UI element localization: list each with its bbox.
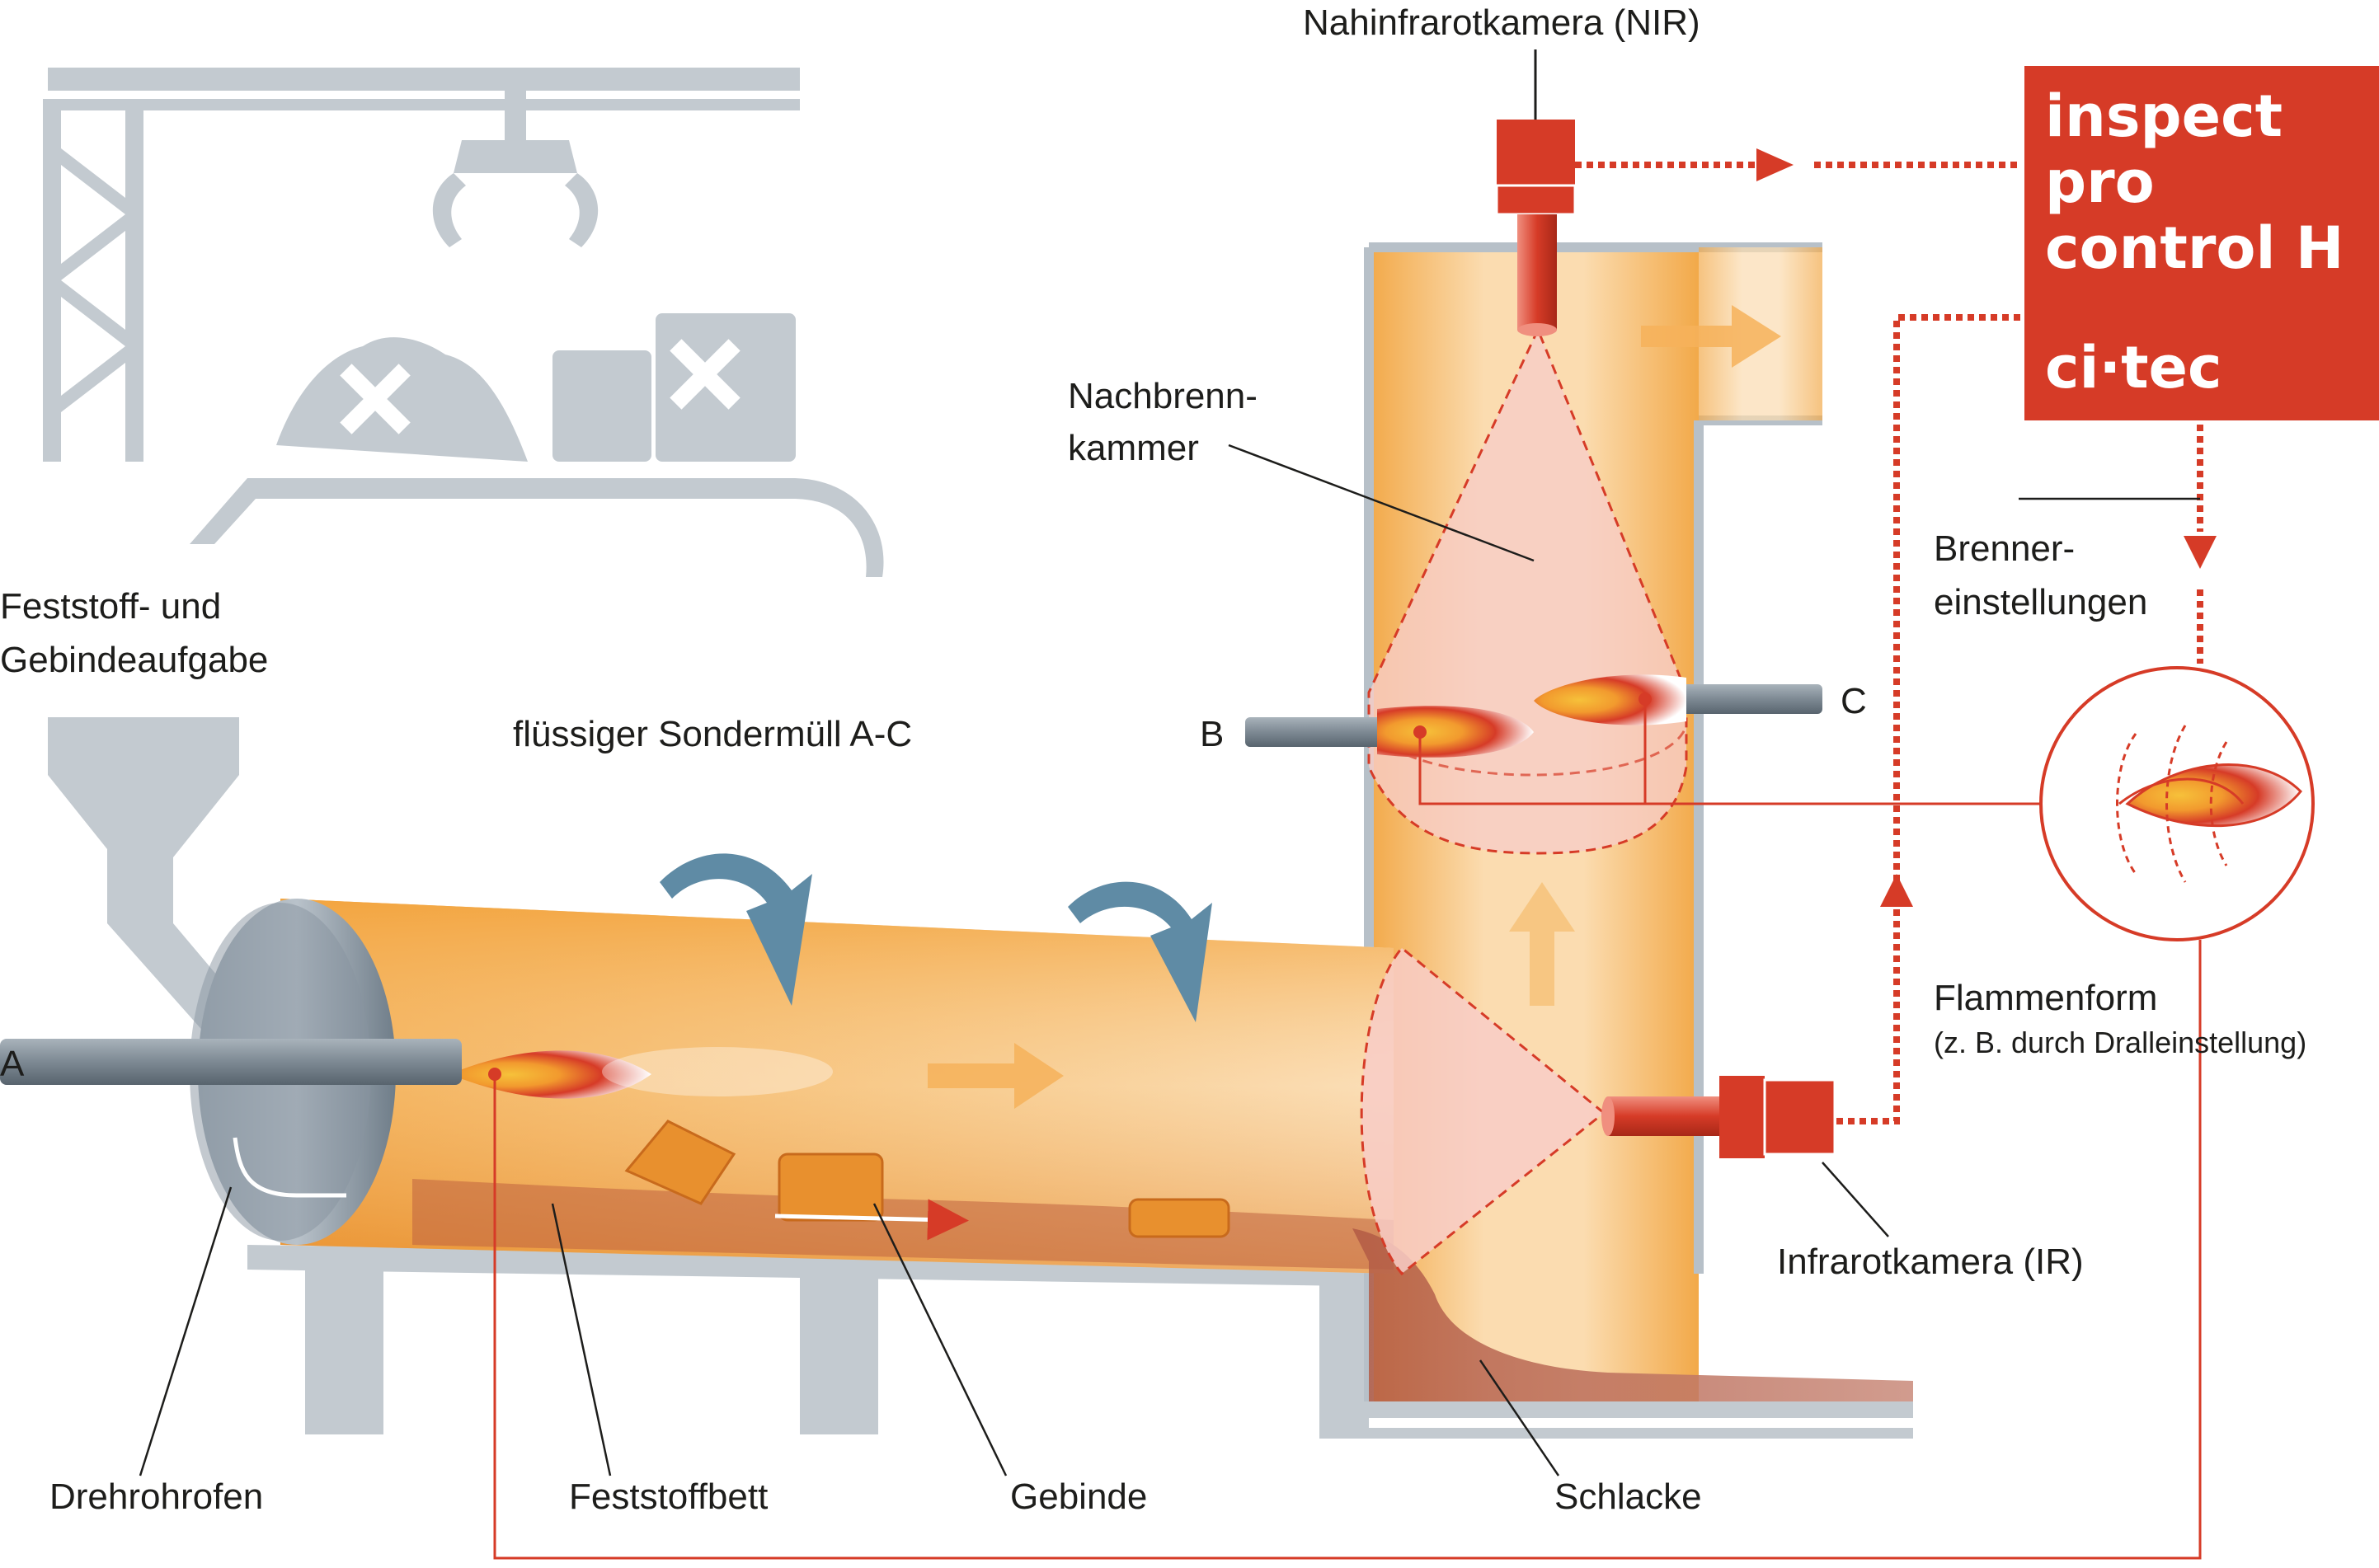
label-slag: Schlacke (1554, 1476, 1702, 1517)
arrow-up-signal-icon (1880, 874, 1913, 907)
feeding-area (43, 68, 884, 1035)
upflow-arrow-icon (1509, 882, 1575, 1006)
container-drum (778, 1153, 884, 1222)
waste-heap (276, 337, 528, 462)
label-liquid-waste: flüssiger Sondermüll A-C (513, 714, 912, 754)
label-ir-camera: Infrarotkamera (IR) (1777, 1242, 2084, 1282)
arrow-to-settings-icon (2184, 536, 2217, 569)
hazard-cross-icon (340, 339, 740, 434)
label-burner-settings-line2: einstellungen (1934, 582, 2147, 622)
label-burner-settings-line1: Brenner- (1934, 528, 2075, 569)
label-burner-a: A (0, 1044, 25, 1084)
burner-sensor-lines (1418, 699, 2070, 805)
brand-line4: ci·tec (2045, 334, 2222, 401)
label-burner-b: B (1200, 714, 1224, 754)
flame-a (449, 1050, 651, 1099)
kiln-inflow-arrow-icon (233, 1137, 346, 1198)
flame-shape-detail (2039, 666, 2315, 941)
exhaust-arrow-icon (1641, 305, 1781, 368)
label-feed-line2: Gebindeaufgabe (0, 640, 268, 680)
label-afterburner-line2: kammer (1068, 428, 1199, 468)
barrel-small (552, 350, 651, 462)
label-feed-line1: Feststoff- und (0, 586, 221, 627)
crane-tower (43, 99, 143, 462)
conveyor-belt (190, 478, 884, 577)
crane-grab (432, 91, 599, 247)
kiln-support-frame (247, 1245, 1913, 1439)
slag-flow (1352, 1228, 1913, 1401)
label-solid-bed: Feststoffbett (569, 1476, 768, 1517)
crane-rail (48, 68, 800, 91)
brand-box: inspect pro control H ci·tec (2024, 66, 2379, 420)
burner-a-pipe (0, 1039, 462, 1085)
burner-b (1245, 706, 1534, 758)
ir-camera (1601, 1076, 1836, 1158)
label-burner-c: C (1841, 681, 1867, 721)
crane-rail-lower (48, 99, 800, 110)
flow-arrow-icon (928, 1043, 1064, 1109)
label-nir-camera: Nahinfrarotkamera (NIR) (1303, 2, 1700, 43)
ir-view-cone (1360, 946, 1606, 1276)
rotary-kiln (0, 853, 1913, 1401)
brand-line1: inspect (2045, 82, 2283, 150)
solid-bed-layer (412, 1179, 1394, 1270)
leader-lines (139, 444, 2200, 1476)
brand-line2: pro (2045, 148, 2155, 216)
label-rotary-kiln: Drehrohrofen (49, 1476, 263, 1517)
rotation-arrow-icon (660, 853, 812, 1006)
label-flame-shape: Flammenform (1934, 978, 2157, 1018)
brand-line3: control H (2045, 214, 2344, 282)
label-afterburner-line1: Nachbrenn- (1068, 376, 1258, 416)
arrow-to-brand-icon (1756, 148, 1794, 181)
feedback-line (493, 940, 2202, 1560)
signal-lines (1575, 162, 2203, 1124)
label-flame-shape-note: (z. B. durch Dralleinstellung) (1934, 1026, 2306, 1059)
rotation-arrow-icon (1068, 881, 1212, 1022)
container-drum (1128, 1198, 1230, 1238)
nir-camera (1495, 49, 1577, 336)
burner-c (1534, 674, 1822, 725)
label-containers: Gebinde (1010, 1476, 1147, 1517)
feed-hopper (48, 717, 239, 1035)
bed-flow-arrow-icon (774, 1199, 969, 1241)
container-drum (624, 1120, 736, 1205)
